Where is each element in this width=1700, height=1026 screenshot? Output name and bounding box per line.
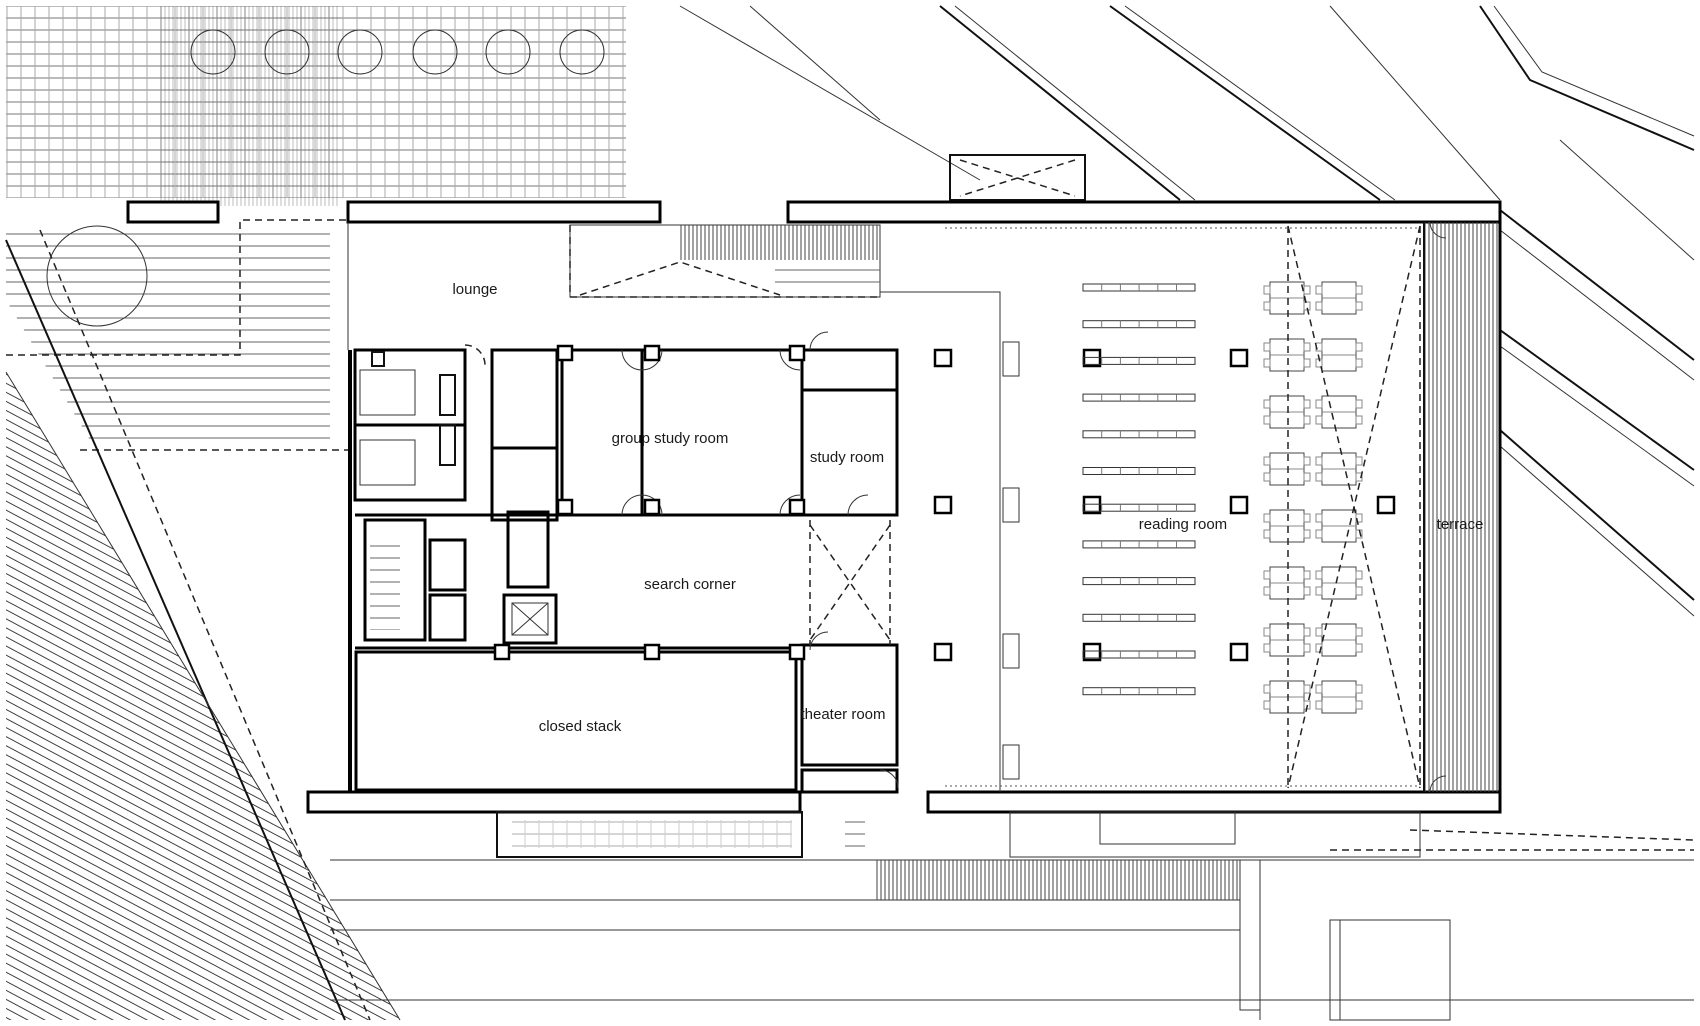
room-label-closed-stack: closed stack	[539, 718, 622, 735]
reading-room-shelves	[1082, 283, 1196, 696]
skylight-outline	[945, 225, 1421, 789]
annex-box	[949, 154, 1086, 201]
room-label-search-corner: search corner	[644, 576, 736, 593]
top-wall-right	[786, 200, 1502, 224]
core-walls	[353, 221, 1447, 794]
tree-row	[190, 29, 605, 75]
bottom-wall-left	[306, 790, 802, 814]
room-label-terrace: terrace	[1437, 516, 1484, 533]
road-lines	[679, 5, 1695, 617]
room-label-lounge: lounge	[452, 281, 497, 298]
slope-edge	[5, 371, 401, 1021]
paving-band	[160, 6, 340, 206]
room-labels: lounge group study room study room searc…	[452, 281, 1483, 735]
columns	[493, 344, 1396, 662]
room-label-group-study-room: group study room	[612, 430, 729, 447]
bottom-strip	[496, 811, 803, 858]
slope-dashed	[39, 229, 371, 1021]
tree-large	[46, 225, 148, 327]
top-wall-left	[126, 200, 220, 224]
room-label-theater-room: theater room	[800, 706, 885, 723]
core-stair	[363, 518, 427, 642]
slope-edge	[5, 239, 346, 1021]
bottom-site	[330, 829, 1695, 1021]
room-label-study-room: study room	[810, 449, 884, 466]
top-wall-mid	[346, 200, 662, 224]
room-label-reading-room: reading room	[1139, 516, 1227, 533]
reading-room-tables	[1263, 281, 1363, 714]
elevator	[502, 593, 558, 645]
bottom-wall-right	[926, 790, 1502, 814]
side-shelves	[1002, 341, 1020, 780]
building	[126, 200, 1502, 858]
site-dashed-line	[6, 219, 346, 356]
paving-field-lower	[6, 230, 330, 440]
terrace-deck	[1424, 222, 1500, 792]
site-context	[5, 5, 1695, 1021]
